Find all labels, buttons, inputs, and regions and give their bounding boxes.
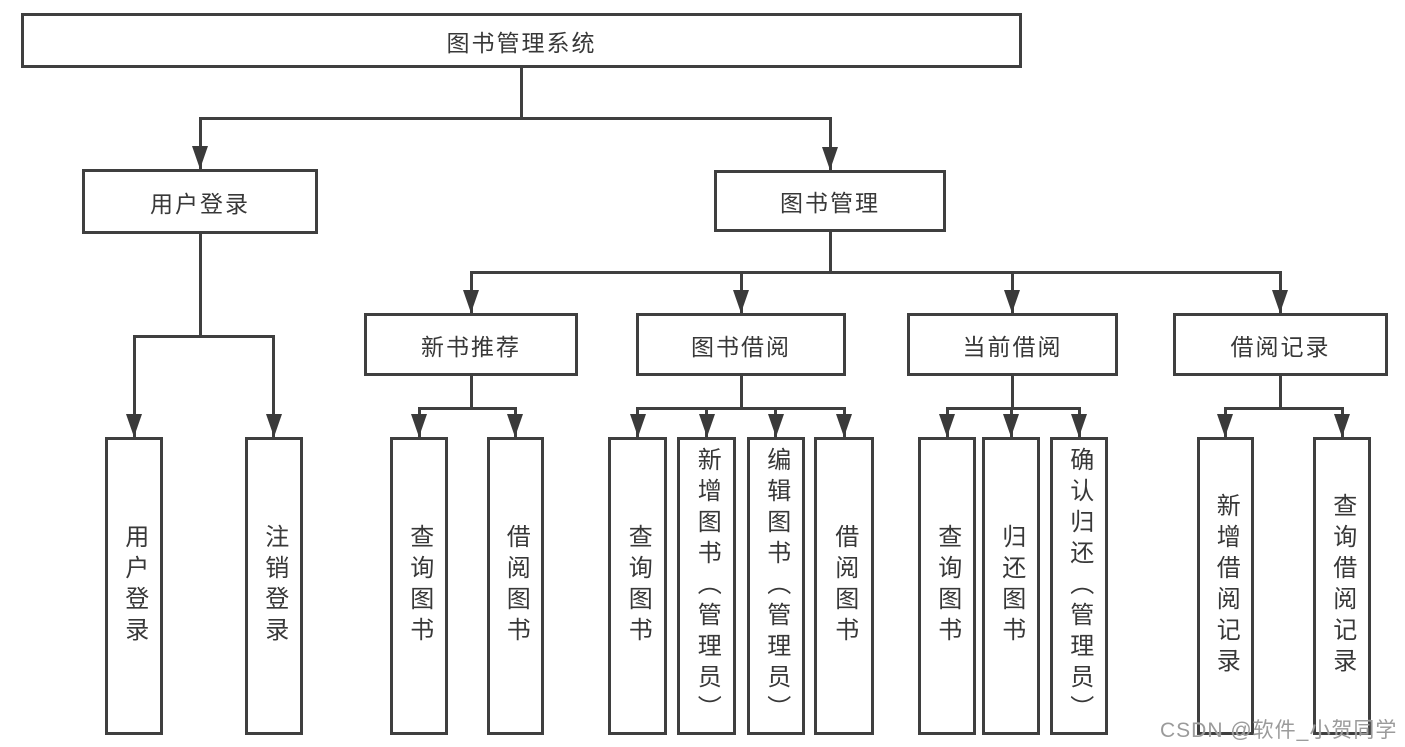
node-borrowing-records: 借阅记录 (1173, 313, 1388, 376)
node-label: 借阅图书 (502, 524, 530, 648)
arrow-down-icon (265, 414, 282, 437)
arrow-down-icon (192, 146, 208, 169)
arrow-down-icon (939, 414, 955, 437)
arrow-down-icon (698, 414, 715, 437)
connector-line (198, 116, 832, 120)
connector-line (945, 406, 1081, 410)
connector-line (1223, 406, 1344, 410)
leaf-borrow-books-recommend: 借阅图书 (487, 437, 544, 735)
arrow-down-icon (1004, 290, 1020, 313)
leaf-borrow-books: 借阅图书 (814, 437, 874, 735)
connector-line (198, 118, 202, 169)
node-label: 图书管理 (780, 190, 880, 216)
leaf-query-books-recommend: 查询图书 (390, 437, 448, 735)
arrow-down-icon (1003, 414, 1019, 437)
node-new-book-recommendation: 新书推荐 (364, 313, 578, 376)
node-label: 新书推荐 (421, 333, 521, 360)
node-label: 查询图书 (624, 524, 652, 648)
connector-line (198, 233, 202, 336)
arrow-down-icon (507, 414, 523, 437)
node-label: 确认归还（管理员） (1065, 446, 1093, 726)
leaf-query-books-borrow: 查询图书 (608, 437, 667, 735)
connector-line (1010, 376, 1014, 408)
node-label: 查询借阅记录 (1328, 493, 1356, 679)
node-label: 新增借阅记录 (1212, 493, 1240, 679)
connector-line (1278, 376, 1282, 408)
leaf-logout: 注销登录 (245, 437, 303, 735)
leaf-confirm-return-admin: 确认归还（管理员） (1050, 437, 1108, 735)
csdn-watermark: CSDN @软件_小贺同学 (1160, 719, 1398, 742)
leaf-add-books-admin: 新增图书（管理员） (677, 437, 736, 735)
arrow-down-icon (822, 147, 838, 170)
arrow-down-icon (1217, 414, 1233, 437)
node-book-management: 图书管理 (714, 170, 946, 232)
connector-line (417, 406, 517, 410)
node-label: 编辑图书（管理员） (762, 446, 790, 726)
arrow-down-icon (836, 414, 852, 437)
node-book-borrowing: 图书借阅 (636, 313, 846, 376)
connector-line (739, 376, 743, 408)
arrow-down-icon (1334, 414, 1350, 437)
node-library-management-system: 图书管理系统 (21, 13, 1022, 68)
node-label: 新增图书（管理员） (693, 446, 721, 726)
arrow-down-icon (463, 290, 479, 313)
node-label: 查询图书 (933, 524, 961, 648)
connector-line (132, 336, 136, 437)
leaf-return-books: 归还图书 (982, 437, 1040, 735)
node-label: 借阅记录 (1230, 333, 1331, 360)
node-label: 图书借阅 (691, 333, 791, 360)
node-current-borrowing: 当前借阅 (907, 313, 1118, 376)
connector-line (469, 376, 473, 408)
connector-line (828, 118, 832, 170)
leaf-user-login: 用户登录 (105, 437, 163, 735)
arrow-down-icon (1272, 290, 1288, 313)
arrow-down-icon (1071, 414, 1087, 437)
node-label: 用户登录 (150, 190, 250, 217)
connector-line (519, 68, 523, 118)
node-label: 借阅图书 (830, 524, 858, 648)
connector-line (636, 406, 846, 410)
node-label: 注销登录 (260, 524, 288, 648)
node-label: 归还图书 (997, 524, 1025, 648)
connector-line (272, 336, 275, 437)
arrow-down-icon (733, 290, 749, 313)
leaf-edit-books-admin: 编辑图书（管理员） (747, 437, 805, 735)
node-label: 当前借阅 (962, 333, 1063, 360)
node-label: 图书管理系统 (446, 29, 597, 56)
connector-line (469, 270, 1282, 274)
leaf-query-borrow-record: 查询借阅记录 (1313, 437, 1371, 735)
node-label: 用户登录 (120, 524, 148, 648)
leaf-add-borrow-record: 新增借阅记录 (1197, 437, 1254, 735)
arrow-down-icon (767, 414, 784, 437)
node-user-login: 用户登录 (82, 169, 318, 234)
arrow-down-icon (126, 414, 142, 437)
connector-line (132, 334, 275, 338)
connector-line (828, 232, 832, 272)
leaf-query-books-current: 查询图书 (918, 437, 976, 735)
arrow-down-icon (629, 414, 646, 437)
arrow-down-icon (411, 414, 427, 437)
node-label: 查询图书 (405, 524, 433, 648)
